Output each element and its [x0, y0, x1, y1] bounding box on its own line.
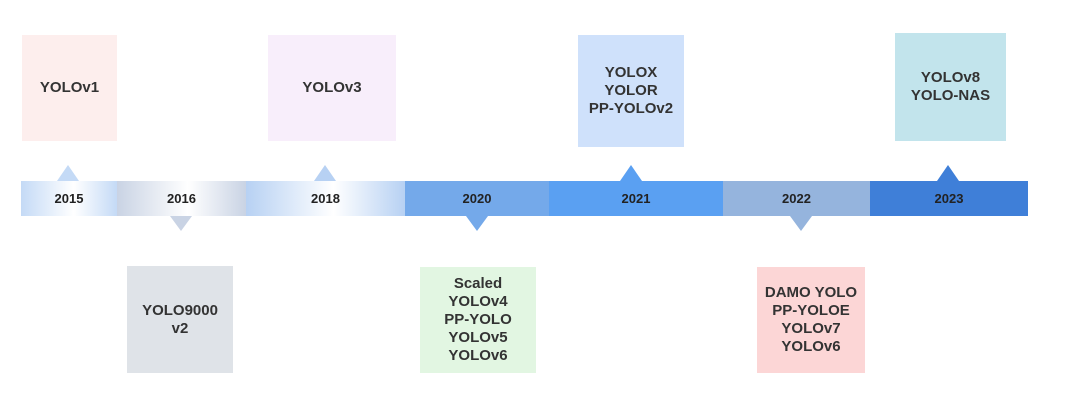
pointer-arrow-2020 [466, 216, 488, 231]
pointer-arrow-2016 [170, 216, 192, 231]
milestone-line: YOLOR [604, 82, 658, 99]
milestone-card-2020: Scaled YOLOv4 PP-YOLO YOLOv5 YOLOv6 [420, 267, 536, 373]
timeline-segment-2015: 2015 [21, 181, 117, 216]
timeline-segment-2022: 2022 [723, 181, 870, 216]
milestone-line: PP-YOLOE [772, 302, 850, 319]
milestone-line: YOLOv5 [448, 329, 508, 346]
milestone-card-2018: YOLOv3 [268, 35, 396, 141]
timeline-segment-2023: 2023 [870, 181, 1028, 216]
year-label: 2020 [462, 191, 492, 206]
milestone-line: YOLOv3 [302, 79, 362, 96]
milestone-line: YOLOv6 [781, 338, 841, 355]
milestone-card-2022: DAMO YOLO PP-YOLOE YOLOv7 YOLOv6 [757, 267, 865, 373]
timeline-segment-2018: 2018 [246, 181, 405, 216]
timeline-segment-2016: 2016 [117, 181, 246, 216]
milestone-line: YOLOX [604, 64, 658, 81]
year-label: 2016 [167, 191, 196, 206]
milestone-line: PP-YOLOv2 [588, 100, 674, 117]
milestone-card-2021: YOLOX YOLOR PP-YOLOv2 [578, 35, 684, 147]
year-label: 2021 [621, 191, 651, 206]
pointer-arrow-2022 [790, 216, 812, 231]
year-label: 2015 [54, 191, 84, 206]
milestone-card-2016: YOLO9000 v2 [127, 266, 233, 373]
milestone-line: v2 [171, 319, 189, 337]
pointer-arrow-2021 [620, 165, 642, 181]
milestone-line: Scaled [453, 275, 503, 292]
timeline-segment-2020: 2020 [405, 181, 549, 216]
milestone-line: DAMO YOLO [764, 284, 858, 301]
year-label: 2022 [782, 191, 811, 206]
timeline-segment-2021: 2021 [549, 181, 723, 216]
pointer-arrow-2023 [937, 165, 959, 181]
pointer-arrow-2018 [314, 165, 336, 181]
milestone-line: YOLOv1 [39, 79, 100, 96]
milestone-line: YOLO-NAS [910, 87, 991, 104]
milestone-line: YOLOv8 [920, 69, 981, 86]
milestone-line: YOLO9000 [142, 301, 218, 319]
milestone-line: YOLOv6 [448, 347, 508, 364]
milestone-line: PP-YOLO [444, 311, 512, 328]
pointer-arrow-2015 [57, 165, 79, 181]
milestone-line: YOLOv7 [781, 320, 841, 337]
milestone-line: YOLOv4 [448, 293, 508, 310]
year-label: 2018 [311, 191, 340, 206]
milestone-card-2015: YOLOv1 [22, 35, 117, 141]
year-label: 2023 [934, 191, 964, 206]
milestone-card-2023: YOLOv8 YOLO-NAS [895, 33, 1006, 141]
